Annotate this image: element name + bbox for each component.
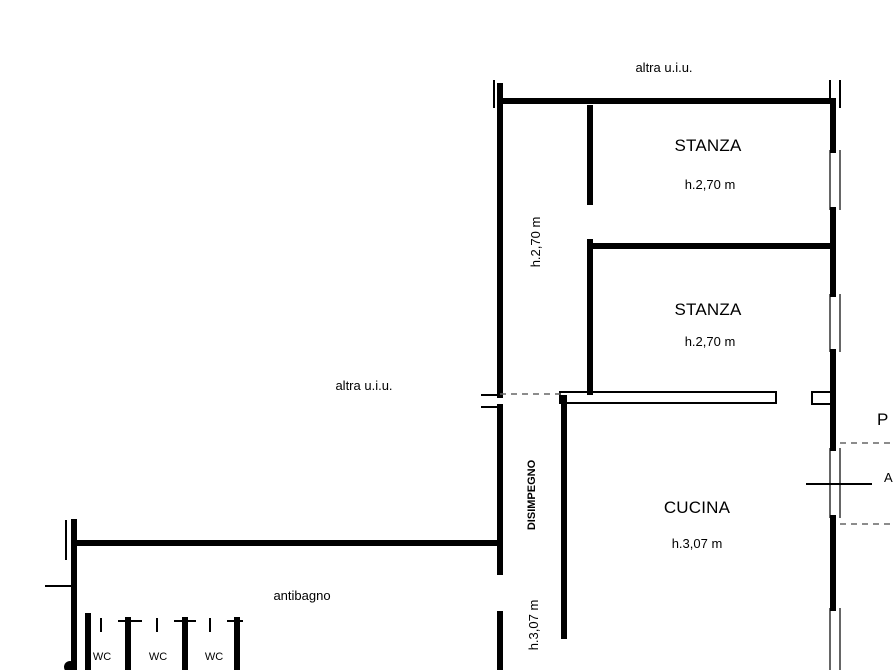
corridor-height-top: h.2,70 m [528,217,543,268]
dashed-lines [500,393,893,525]
wc3-label: WC [205,651,223,663]
edge-label-p: P [877,410,889,429]
right-facade [806,98,872,670]
antibagno-label: antibagno [273,588,330,603]
walls [45,80,841,670]
corridor-height-bottom: h.3,07 m [526,600,541,651]
wc2-label: WC [149,651,167,663]
kitchen-top-wall [559,391,777,404]
corridor-name: DISIMPEGNO [526,459,538,530]
left-unit-label: altra u.i.u. [335,378,392,393]
room2-height: h.2,70 m [685,334,736,349]
room1-name: STANZA [674,136,741,155]
wc-fixture [64,661,76,670]
room1-height: h.2,70 m [685,177,736,192]
room2-name: STANZA [674,300,741,319]
edge-label-a: A [884,470,893,485]
kitchen-name: CUCINA [664,498,731,517]
wc1-label: WC [93,651,111,663]
facade-jamb [811,391,835,405]
labels: altra u.i.u. altra u.i.u. STANZA h.2,70 … [93,60,893,663]
top-unit-label: altra u.i.u. [635,60,692,75]
kitchen-height: h.3,07 m [672,536,723,551]
